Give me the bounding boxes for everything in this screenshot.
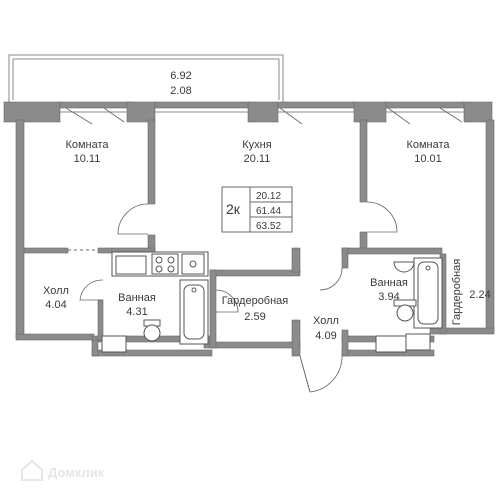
bath-left-name: Ванная bbox=[118, 292, 156, 304]
summary-with-balcony: 63.52 bbox=[256, 221, 281, 232]
kitchen-name: Кухня bbox=[242, 139, 271, 151]
interior-walls bbox=[23, 119, 447, 357]
kitchen-fixtures bbox=[111, 251, 209, 277]
wardrobe-center-name: Гардеробная bbox=[222, 295, 289, 307]
hall-left-name: Холл bbox=[43, 285, 69, 297]
bath-right-fixtures bbox=[375, 257, 443, 353]
kitchen-area: 20.11 bbox=[244, 153, 271, 165]
balcony-area-top: 6.92 bbox=[170, 70, 191, 82]
bath-left-fixtures bbox=[101, 279, 209, 353]
balcony: 6.92 2.08 bbox=[8, 54, 284, 104]
domclick-watermark: Домклик bbox=[21, 459, 105, 481]
summary-living: 20.12 bbox=[256, 191, 281, 202]
bath-right-name: Ванная bbox=[370, 277, 408, 289]
hall-center-area: 4.09 bbox=[315, 330, 336, 342]
room-left-name: Комната bbox=[65, 139, 109, 151]
door-swings bbox=[79, 201, 398, 393]
window-sash-marks bbox=[65, 107, 463, 125]
room-right-area: 10.01 bbox=[414, 153, 442, 165]
wardrobe-right-name: Гардеробная bbox=[451, 259, 463, 326]
bath-left-area: 4.31 bbox=[126, 306, 147, 318]
summary-rooms: 2к bbox=[226, 201, 241, 217]
house-logo-icon bbox=[21, 459, 43, 481]
balcony-area-bottom: 2.08 bbox=[170, 85, 191, 97]
apartment-summary: 2к 20.12 61.44 63.52 bbox=[221, 186, 293, 233]
room-left-area: 10.11 bbox=[74, 153, 101, 165]
exterior-walls bbox=[3, 101, 495, 357]
wardrobe-center-area: 2.59 bbox=[244, 311, 265, 323]
summary-total: 61.44 bbox=[256, 206, 281, 217]
watermark-text: Домклик bbox=[48, 465, 105, 480]
wardrobe-right-area: 2.24 bbox=[469, 289, 490, 301]
room-right-name: Комната bbox=[406, 139, 450, 151]
hall-center-name: Холл bbox=[313, 315, 339, 327]
hall-left-area: 4.04 bbox=[45, 299, 66, 311]
bath-right-area: 3.94 bbox=[378, 291, 399, 303]
